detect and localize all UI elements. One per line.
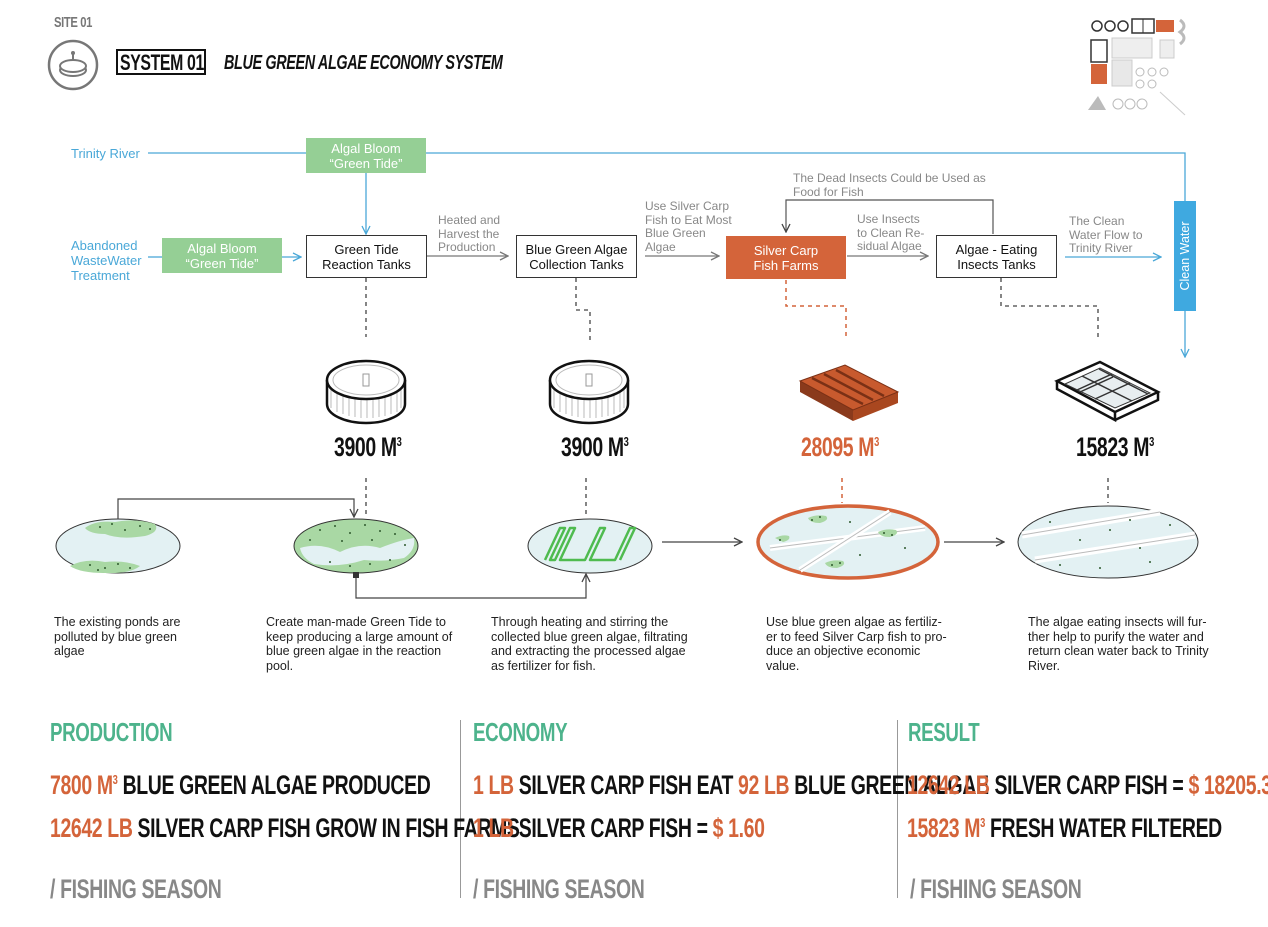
system-label-box [116,49,206,75]
economy-line-1: 1 LB SILVER CARP FISH EAT 92 LB BLUE GRE… [473,770,989,800]
result-title: RESULT [908,717,980,747]
pond-fish-farm [756,504,940,580]
result-line-1: 12642 LB SILVER CARP FISH = $ 18205.3 [907,770,1268,800]
result-season: / FISHING SEASON [910,874,1082,904]
pond-connector-bottom [355,574,586,599]
dead-insects-loop-arrow [786,199,994,234]
production-title: PRODUCTION [50,717,173,747]
pond-connector-top [117,498,354,519]
description-fish-farm: Use blue green algae as fertiliz-er to f… [766,615,947,673]
volume-reaction: 3900 M3 [334,432,402,462]
algal-bloom-left-node: Algal Bloom“Green Tide” [162,238,282,273]
site-logo-icon [47,39,99,91]
pond-green-tide [293,518,419,574]
system-label: SYSTEM 01 [120,50,204,75]
economy-season: / FISHING SEASON [473,874,645,904]
clean-water-label: Clean Water [1178,221,1192,291]
algal-bloom-top-node: Algal Bloom“Green Tide” [306,138,426,173]
river-to-clean-line [426,152,1186,201]
production-line-1: 7800 M3 BLUE GREEN ALGAE PRODUCED [50,770,431,800]
pond-connector-square [353,572,359,578]
site-label: SITE 01 [54,14,93,31]
trinity-river-label: Trinity River [71,146,140,161]
dash-collection [575,278,591,340]
pond-heating [527,518,653,574]
volume-collection: 3900 M3 [561,432,629,462]
economy-line-2: 1 LB SILVER CARP FISH = $ 1.60 [473,813,765,843]
reaction-tank-icon [325,359,407,425]
collection-tank-icon [548,359,630,425]
insects-tank-icon [1054,360,1161,423]
production-season: / FISHING SEASON [50,874,222,904]
system-title: BLUE GREEN ALGAE ECONOMY SYSTEM [224,52,503,74]
production-line-2: 12642 LB SILVER CARP FISH GROW IN FISH F… [50,813,520,843]
volume-fish-farm: 28095 M3 [801,432,879,462]
economy-title: ECONOMY [473,717,568,747]
result-line-2: 15823 M3 FRESH WATER FILTERED [907,813,1222,843]
dash-fish [785,280,847,338]
clean-water-bar: Clean Water [1174,201,1196,311]
pond-existing [55,518,181,574]
section-divider-2 [897,720,898,898]
pond-insects [1017,505,1199,579]
site-map-thumbnail [1088,18,1186,116]
dash-insects [1000,278,1099,338]
fish-farm-icon [798,364,900,421]
description-insects: The algae eating insects will fur-ther h… [1028,615,1209,673]
volume-insects: 15823 M3 [1076,432,1154,462]
section-divider-1 [460,720,461,898]
